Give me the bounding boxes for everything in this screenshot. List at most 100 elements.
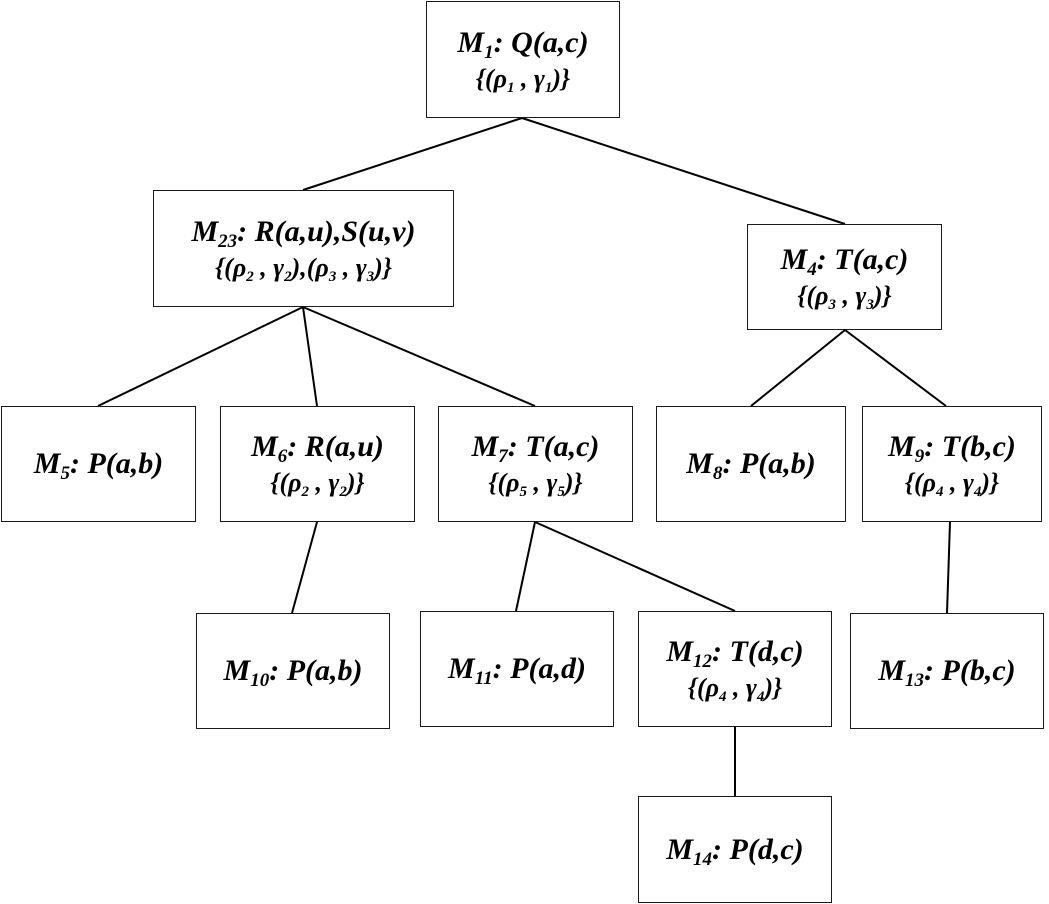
gamma-subscript: 4 <box>756 689 765 706</box>
brace-close: } <box>561 63 571 93</box>
rho-subscript: 3 <box>828 297 837 314</box>
rho-subscript: 2 <box>246 268 254 285</box>
rho-subscript: 4 <box>719 689 727 706</box>
node-m6-title: M6: R(a,u) <box>251 429 384 466</box>
brace-close: } <box>882 281 892 311</box>
separator: : <box>492 652 511 685</box>
node-label-subscript: 8 <box>712 463 723 484</box>
edge-m4-m9 <box>844 329 947 407</box>
node-m7-pairs: {(ρ5 , γ5)} <box>488 468 583 501</box>
edge-m23-m6 <box>302 306 318 407</box>
edge-m1-m23 <box>302 117 523 191</box>
brace-open: { <box>904 468 914 498</box>
gamma-subscript: 3 <box>366 268 375 285</box>
brace-open: { <box>215 252 225 282</box>
separator: : <box>722 447 740 480</box>
node-m12-pairs: {(ρ4 , γ4)} <box>687 673 783 706</box>
gamma-subscript: 2 <box>339 484 347 501</box>
brace-open: { <box>687 673 697 703</box>
rho-subscript: 4 <box>936 484 944 501</box>
node-label-subscript: 12 <box>693 651 713 673</box>
node-m8: M8: P(a,b) <box>656 406 846 522</box>
separator: : <box>237 214 255 248</box>
node-label: M <box>888 430 915 464</box>
node-m1-pairs: {(ρ1 , γ1)} <box>475 63 571 96</box>
rho-subscript: 3 <box>328 268 337 285</box>
node-m23-pairs: {(ρ2 , γ2),(ρ3 , γ3)} <box>215 252 392 285</box>
rho-symbol: ρ <box>705 673 720 703</box>
node-formula: Q(a,c) <box>511 25 589 59</box>
node-label: M <box>191 214 219 248</box>
node-m11: M11: P(a,d) <box>420 611 614 727</box>
separator: : <box>507 430 526 464</box>
separator: : <box>269 654 287 687</box>
edge-m23-m5 <box>97 306 304 407</box>
node-formula: R(a,u),S(u,v) <box>254 214 416 248</box>
brace-open: { <box>797 281 807 311</box>
node-formula: P(a,b) <box>286 654 363 687</box>
node-label: M <box>448 652 475 685</box>
brace-open: { <box>475 63 485 93</box>
edge-m9-m13 <box>946 521 951 614</box>
rho-symbol: ρ <box>315 252 329 282</box>
node-formula: P(a,b) <box>739 447 816 480</box>
separator: : <box>69 447 88 480</box>
node-label: M <box>251 430 278 464</box>
separator: : <box>924 654 942 687</box>
rho-symbol: ρ <box>815 281 829 311</box>
node-label: M <box>878 654 906 687</box>
gamma-subscript: 2 <box>284 268 292 285</box>
gamma-symbol: γ <box>963 468 974 498</box>
separator: : <box>712 635 730 669</box>
node-m23: M23: R(a,u),S(u,v) {(ρ2 , γ2),(ρ3 , γ3)} <box>153 190 454 307</box>
node-label-subscript: 23 <box>218 230 238 252</box>
node-m11-title: M11: P(a,d) <box>448 651 586 688</box>
node-m10: M10: P(a,b) <box>196 613 390 729</box>
node-label: M <box>666 832 694 866</box>
separator: : <box>287 430 305 464</box>
brace-close: } <box>382 252 392 282</box>
node-m12-title: M12: T(d,c) <box>666 634 803 673</box>
edge-m1-m4 <box>521 117 846 225</box>
node-m9-pairs: {(ρ4 , γ4)} <box>904 468 1000 501</box>
node-m4-pairs: {(ρ3 , γ3)} <box>797 281 892 314</box>
node-formula: R(a,u) <box>304 430 384 464</box>
gamma-symbol: γ <box>534 63 545 93</box>
node-label: M <box>780 243 808 277</box>
node-formula: P(a,b) <box>87 447 164 480</box>
gamma-symbol: γ <box>546 468 558 498</box>
gamma-symbol: γ <box>855 281 867 311</box>
rho-subscript: 1 <box>507 79 515 96</box>
node-m1: M1: Q(a,c) {(ρ1 , γ1)} <box>426 1 620 118</box>
brace-close: } <box>355 468 365 498</box>
node-m23-title: M23: R(a,u),S(u,v) <box>191 214 416 252</box>
edge-m4-m8 <box>750 329 846 407</box>
node-m7-title: M7: T(a,c) <box>471 429 600 466</box>
node-m6: M6: R(a,u) {(ρ2 , γ2)} <box>220 406 415 522</box>
node-formula: P(b,c) <box>941 654 1016 687</box>
rho-symbol: ρ <box>232 252 247 282</box>
edge-m23-m7 <box>302 306 536 407</box>
gamma-subscript: 3 <box>866 297 874 314</box>
brace-close: } <box>773 673 783 703</box>
node-label: M <box>471 430 499 464</box>
node-label-subscript: 14 <box>693 848 713 870</box>
rho-symbol: ρ <box>506 468 520 498</box>
node-m4-title: M4: T(a,c) <box>780 242 909 279</box>
node-m13: M13: P(b,c) <box>850 613 1044 729</box>
node-m4: M4: T(a,c) {(ρ3 , γ3)} <box>747 224 942 330</box>
gamma-subscript: 5 <box>557 484 565 501</box>
node-m7: M7: T(a,c) {(ρ5 , γ5)} <box>438 406 633 522</box>
node-label: M <box>666 635 694 669</box>
node-m9-title: M9: T(b,c) <box>888 429 1016 468</box>
rho-symbol: ρ <box>288 468 302 498</box>
edge-m7-m12 <box>534 521 736 612</box>
node-m12: M12: T(d,c) {(ρ4 , γ4)} <box>638 611 832 727</box>
node-m1-title: M1: Q(a,c) <box>457 25 589 62</box>
node-label-subscript: 10 <box>250 670 270 691</box>
node-label-subscript: 9 <box>914 446 925 468</box>
rho-symbol: ρ <box>922 468 937 498</box>
node-m6-pairs: {(ρ2 , γ2)} <box>270 468 365 501</box>
